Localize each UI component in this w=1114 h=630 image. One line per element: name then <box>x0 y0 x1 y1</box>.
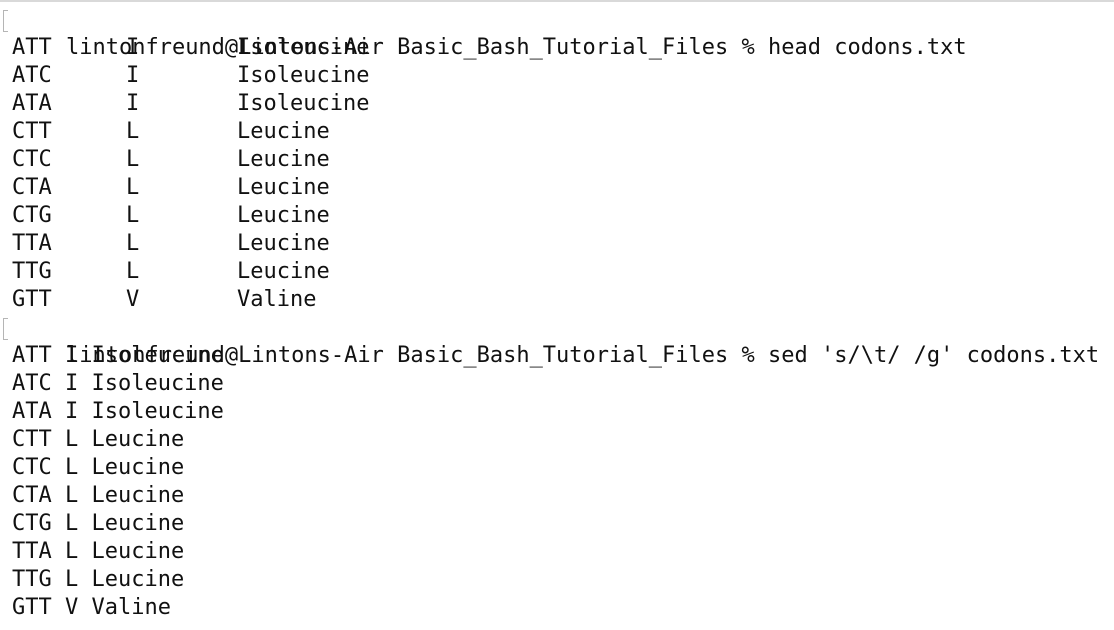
amino-acid-cell: Leucine <box>237 119 330 144</box>
amino-acid-cell: Leucine <box>237 231 330 256</box>
codon-cell: CTG <box>12 203 52 228</box>
letter-cell: L <box>126 175 140 200</box>
codon-cell: GTT <box>12 287 52 312</box>
amino-acid-cell: Isoleucine <box>237 91 370 116</box>
amino-acid-cell: Leucine <box>237 175 330 200</box>
output-line: CTG L Leucine <box>12 511 185 536</box>
letter-cell: L <box>126 203 140 228</box>
command-mark-bracket <box>3 10 8 32</box>
command-text: head codons.txt <box>767 35 967 60</box>
output-line: TTA L Leucine <box>12 539 185 564</box>
letter-cell: L <box>126 231 140 256</box>
output-row: GTT V Valine <box>0 286 1114 314</box>
output-row: ATA I Isoleucine <box>0 90 1114 118</box>
output-row: ATT I Isoleucine <box>0 34 1114 62</box>
command-line-sed: lintonfreund@Lintons-Air Basic_Bash_Tuto… <box>0 314 1114 368</box>
letter-cell: L <box>126 119 140 144</box>
output-row: CTC L Leucine <box>0 146 1114 174</box>
output-line: ATC I Isoleucine <box>12 371 224 396</box>
output-line: CTC L Leucine <box>12 455 185 480</box>
letter-cell: I <box>126 35 140 60</box>
output-line: GTT V Valine <box>12 595 171 620</box>
codon-cell: ATC <box>12 63 52 88</box>
command-line-head: lintonfreund@Lintons-Air Basic_Bash_Tuto… <box>0 6 1114 60</box>
amino-acid-cell: Isoleucine <box>237 63 370 88</box>
codon-cell: CTA <box>12 175 52 200</box>
output-line: CTA L Leucine <box>12 483 185 508</box>
command-mark-bracket <box>3 318 8 340</box>
output-row: CTG L Leucine <box>0 202 1114 230</box>
letter-cell: L <box>126 259 140 284</box>
amino-acid-cell: Leucine <box>237 203 330 228</box>
output-row: TTA L Leucine <box>0 230 1114 258</box>
codon-cell: ATT <box>12 35 52 60</box>
codon-cell: TTG <box>12 259 52 284</box>
output-line: CTT L Leucine <box>12 427 185 452</box>
amino-acid-cell: Leucine <box>237 259 330 284</box>
codon-cell: ATA <box>12 91 52 116</box>
letter-cell: I <box>126 91 140 116</box>
output-line: ATT I Isoleucine <box>12 343 224 368</box>
letter-cell: V <box>126 287 140 312</box>
output-row: CTA L Leucine <box>0 174 1114 202</box>
amino-acid-cell: Leucine <box>237 147 330 172</box>
shell-prompt: lintonfreund@Lintons-Air Basic_Bash_Tuto… <box>65 35 768 60</box>
output-line: TTG L Leucine <box>12 567 185 592</box>
output-line: ATA I Isoleucine <box>12 399 224 424</box>
output-row: TTG L Leucine <box>0 258 1114 286</box>
shell-prompt: lintonfreund@Lintons-Air Basic_Bash_Tuto… <box>65 343 768 368</box>
letter-cell: I <box>126 63 140 88</box>
codon-cell: CTC <box>12 147 52 172</box>
window-top-edge <box>0 0 1114 2</box>
codon-cell: CTT <box>12 119 52 144</box>
letter-cell: L <box>126 147 140 172</box>
codon-cell: TTA <box>12 231 52 256</box>
output-row: ATC I Isoleucine <box>0 62 1114 90</box>
amino-acid-cell: Isoleucine <box>237 35 370 60</box>
terminal-output[interactable]: lintonfreund@Lintons-Air Basic_Bash_Tuto… <box>0 6 1114 630</box>
amino-acid-cell: Valine <box>237 287 317 312</box>
command-text: sed 's/\t/ /g' codons.txt <box>767 343 1100 368</box>
output-row: CTT L Leucine <box>0 118 1114 146</box>
